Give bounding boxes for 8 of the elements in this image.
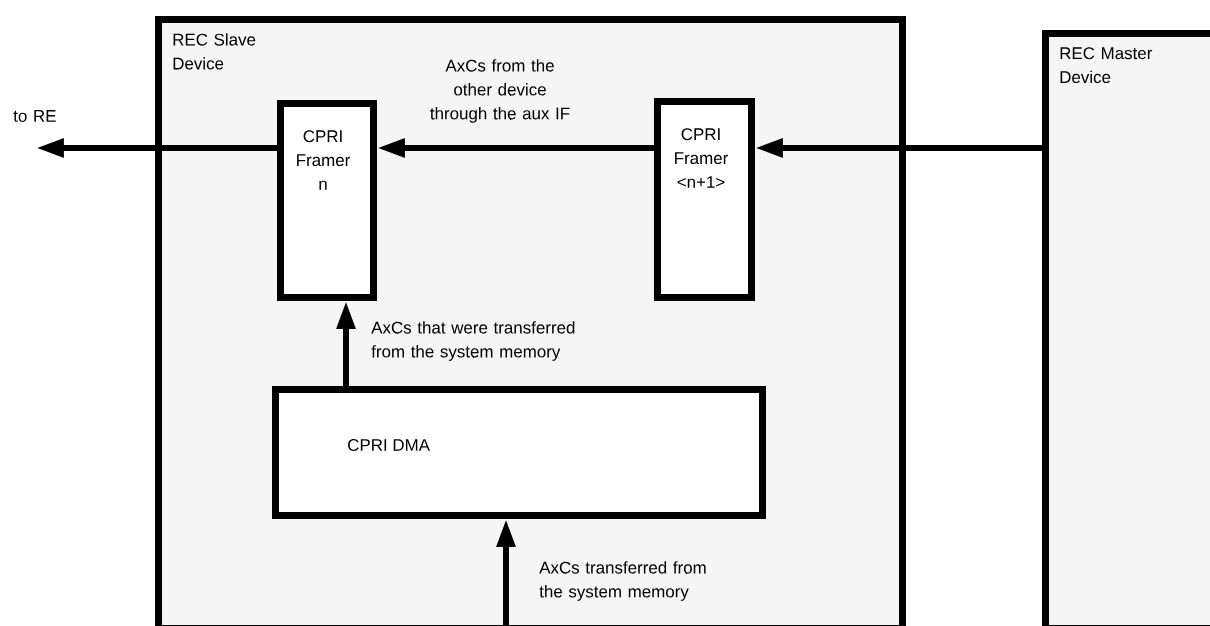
- dma-box: CPRI DMA: [272, 386, 766, 519]
- framer-box: CPRI Framer <n+1>: [654, 98, 755, 301]
- edge-label: AxCs transferred from the system memory: [539, 561, 706, 601]
- framer-box: CPRI Framer n: [277, 100, 377, 301]
- edge-label: AxCs that were transferred from the system memory: [371, 321, 575, 361]
- edge-label: to RE: [13, 110, 56, 122]
- device-box: REC Master Device: [1042, 30, 1210, 626]
- edge-label: AxCs from the other device through the aux IF: [430, 59, 570, 123]
